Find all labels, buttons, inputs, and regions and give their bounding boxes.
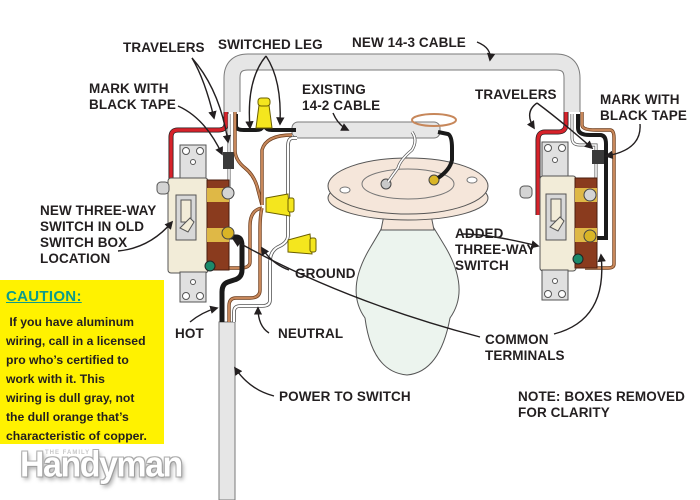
label-mark-black-tape-left: MARK WITH BLACK TAPE [89,81,176,112]
handyman-logo: Handyman [20,445,183,485]
leader-lines [117,41,641,397]
label-travelers-right: TRAVELERS [475,87,557,102]
label-added-three-way-switch: ADDED THREE-WAY SWITCH [455,226,536,273]
label-ground: GROUND [295,266,356,281]
label-existing-14-2-cable: EXISTING 14-2 CABLE [302,82,381,113]
caution-box: CAUTION: If you have aluminum wiring, ca… [0,280,164,444]
label-new-14-3-cable: NEW 14-3 CABLE [352,35,466,50]
wire-nut-neutral [287,233,317,255]
caution-title: CAUTION: [6,288,82,305]
logo-tagline: THE FAMILY [45,450,91,456]
label-mark-black-tape-right: MARK WITH BLACK TAPE [600,92,687,123]
right-three-way-switch [519,141,598,301]
wire-nut-ground [265,193,295,217]
label-neutral: NEUTRAL [278,326,344,341]
left-three-way-switch [156,144,235,303]
caution-body: If you have aluminum wiring, call in a l… [6,315,147,443]
wire-nut-switched-leg [255,97,273,129]
right-switch-wires [535,112,616,270]
caution-colon: : [76,288,82,305]
label-switched-leg: SWITCHED LEG [218,37,323,52]
label-common-terminals: COMMON TERMINALS [485,332,565,363]
caution-title-text: CAUTION [6,288,77,305]
light-fixture [327,113,489,376]
label-power-to-switch: POWER TO SWITCH [279,389,411,404]
label-new-three-way-switch: NEW THREE-WAY SWITCH IN OLD SWITCH BOX L… [40,203,157,266]
label-travelers-left: TRAVELERS [123,40,205,55]
label-note-boxes-removed: NOTE: BOXES REMOVED FOR CLARITY [518,389,685,420]
new-14-3-cable [223,53,581,112]
label-hot: HOT [175,326,204,341]
power-cable [218,321,236,500]
